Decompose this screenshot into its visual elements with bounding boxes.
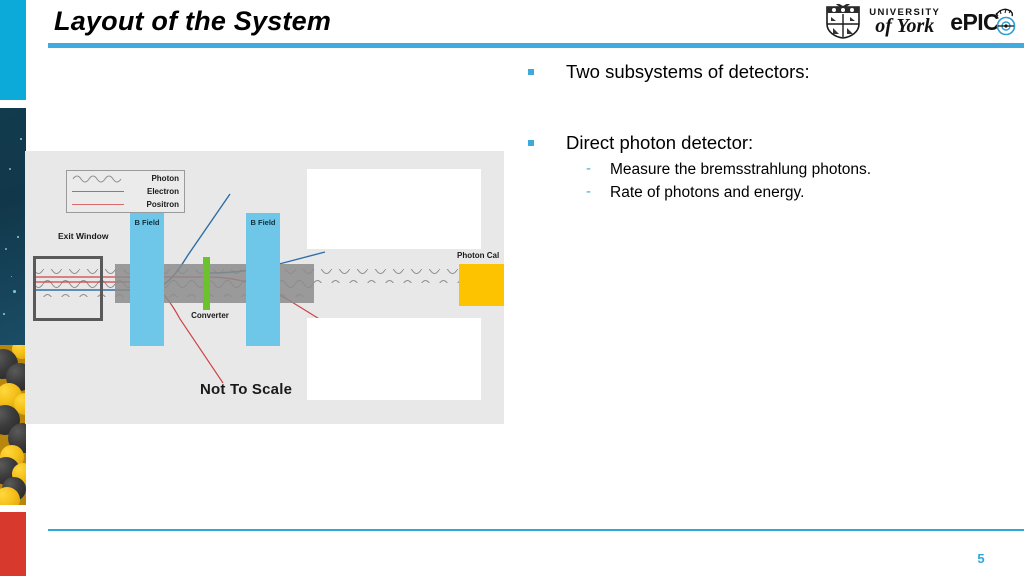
title-underline [48,43,1024,48]
bullet-square-icon [528,139,534,146]
exit-window-label: Exit Window [58,231,109,241]
page-number: 5 [977,551,985,566]
b-field-label-1: B Field [134,218,160,227]
legend-item-electron: Electron [67,185,184,198]
sub-bullet-text: Measure the bremsstrahlung photons. [610,160,872,178]
white-cover-bottom [307,318,481,400]
bullet-square-icon [528,69,534,75]
bullet-item: Direct photon detector: [528,131,1018,156]
photon-calorimeter [459,264,504,306]
university-crest-icon [826,4,861,39]
photon-calorimeter-label: Photon Cal [457,251,500,260]
epic-wordmark: ePIC [950,8,999,35]
converter-target [203,257,210,310]
dash-icon: - [586,159,591,177]
university-top-line: UNIVERSITY [869,6,941,18]
epic-detector-icon [995,8,1016,36]
legend-item-positron: Positron [67,198,184,211]
sub-bullet-item: - Measure the bremsstrahlung photons. [586,158,1018,181]
sub-bullet-text: Rate of photons and energy. [610,184,805,202]
bullet-spacer [528,87,1018,131]
exit-window [33,256,103,321]
legend-label-positron: Positron [146,200,179,209]
b-field-label-2: B Field [250,218,276,227]
b-field-magnet-1: B Field [130,213,164,346]
sidebar-band-navy [0,108,26,345]
epic-logo: ePIC [950,7,1018,37]
university-bottom-line: of York [875,15,935,38]
footer-divider [48,529,1024,531]
b-field-magnet-2: B Field [246,213,280,346]
system-layout-diagram: Exit Window B Field B Field Converter Ph… [25,151,504,424]
bullet-text: Direct photon detector: [566,131,754,153]
legend-label-photon: Photon [151,174,179,183]
page-title: Layout of the System [54,6,332,36]
positron-line-icon [72,203,124,206]
photon-wave-icon [72,173,124,184]
sidebar-band-nucleus [0,345,26,505]
converter-label: Converter [191,311,229,320]
diagram-legend: Photon Electron Positron [66,170,185,213]
sub-bullet-item: - Rate of photons and energy. [586,181,1018,204]
logo-group: UNIVERSITY of York ePIC [823,3,1018,41]
legend-item-photon: Photon [67,172,184,185]
sidebar-band-cyan [0,0,26,100]
legend-label-electron: Electron [146,187,179,196]
dash-icon: - [586,183,591,201]
content-bullets: Two subsystems of detectors: Direct phot… [528,60,1018,204]
bullet-item: Two subsystems of detectors: [528,60,1018,85]
electron-line-icon [72,190,124,193]
university-wordmark: UNIVERSITY of York [869,8,940,37]
bullet-text: Two subsystems of detectors: [566,61,810,82]
white-cover-top [307,169,481,249]
sidebar-band-red [0,512,26,576]
not-to-scale-note: Not To Scale [200,381,293,398]
